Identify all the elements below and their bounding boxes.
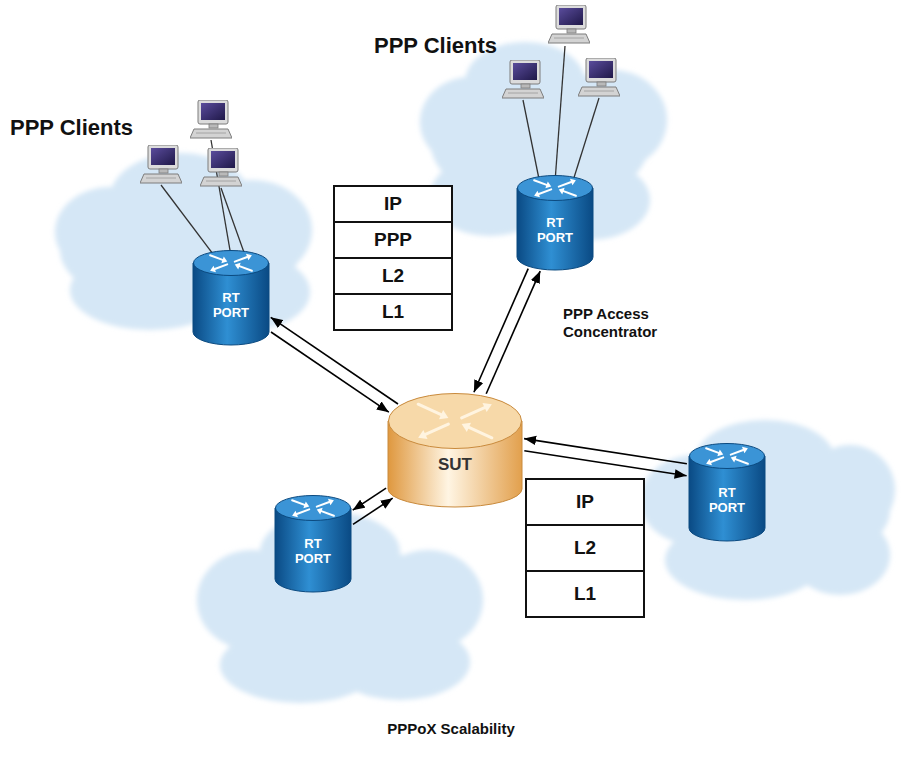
cloud [640,420,895,600]
router-icon-arrow [210,255,222,260]
cylinder-top [518,176,593,201]
node-label: SUT [438,455,472,475]
router-icon-arrowhead [221,257,227,264]
protocol-layer-cell: IP [333,185,453,223]
connector-arrow [474,269,528,393]
router-icon-arrowhead [292,511,298,518]
cloud [55,153,312,332]
router-icon-arrow [425,424,448,434]
router-icon-arrowhead [570,179,576,186]
router-port: RT PORT [275,495,351,592]
node-heading: PPP Access Concentrator [563,305,688,341]
router-icon-arrowhead [534,191,540,198]
router-icon-arrow [469,427,492,437]
router-icon-arrow [711,457,723,462]
node-label: RT PORT [295,536,331,566]
router-icon-arrow [539,189,551,194]
connector-arrow [353,498,393,524]
router-icon-arrow [706,448,718,453]
router-icon-arrowhead [462,423,471,432]
connector-arrow [524,439,687,464]
router-port: RT PORT [517,175,593,270]
router-icon-arrow [215,264,227,269]
cylinder-top [389,394,522,449]
router-icon-arrow [239,266,251,271]
router-icon-arrowhead [303,502,309,509]
router-icon-arrow [317,502,329,507]
diagram-caption: PPPoX Scalability [387,720,515,738]
router-icon-arrow [418,404,441,414]
router-icon-arrowhead [246,254,252,261]
client-pc [200,148,242,186]
connector-arrow [486,271,540,394]
router-icon-arrow [563,191,575,196]
client-pc [502,60,544,98]
connector-arrow [271,332,389,412]
router-icon-arrow [297,509,309,514]
group-label: PPP Clients [10,115,133,141]
router-icon-arrow [321,511,333,516]
router-icon-arrowhead [731,456,737,463]
connector-arrow [524,451,686,476]
router-icon-arrowhead [717,450,723,457]
router-icon-arrowhead [482,403,491,412]
system-under-test: SUTPPP Access Concentrator [388,393,522,507]
cylinder-top [194,251,269,276]
router-icon-arrow [235,257,247,262]
router-icon-arrowhead [418,430,427,439]
protocol-layer-cell: L1 [333,293,453,331]
node-label: RT PORT [709,485,745,515]
sut-cylinder [388,393,522,507]
protocol-layer-cell: L1 [525,570,645,618]
client-pc [578,58,620,96]
router-icon-arrowhead [235,263,241,270]
router-icon-arrow [462,408,485,418]
router-icon-arrowhead [545,182,551,189]
router-icon-arrowhead [559,188,565,195]
connector-arrow [353,488,386,510]
cylinder-top [276,496,351,521]
protocol-layer-cell: L2 [333,257,453,295]
protocol-layer-cell: PPP [333,221,453,259]
router-icon-arrowhead [328,499,334,506]
router-icon-arrow [559,182,571,187]
router-icon-arrow [534,180,546,185]
router-icon-arrowhead [210,266,216,273]
router-icon-arrow [735,459,747,464]
router-icon-arrow [731,450,743,455]
router-port: RT PORT [193,250,269,345]
client-pc [548,5,590,43]
node-label: RT PORT [537,215,573,245]
router-icon-arrowhead [742,447,748,454]
node-label: RT PORT [213,290,249,320]
router-port: RT PORT [689,443,765,541]
cylinder-top [690,444,765,469]
protocol-layer-cell: IP [525,478,645,526]
router-icon-arrowhead [317,508,323,515]
group-label: PPP Clients [374,33,497,59]
client-pc [190,100,232,138]
router-icon-arrowhead [706,459,712,466]
router-icon-arrow [292,500,304,505]
client-pc [140,145,182,183]
protocol-layer-cell: L2 [525,524,645,572]
router-icon-arrowhead [439,410,448,419]
